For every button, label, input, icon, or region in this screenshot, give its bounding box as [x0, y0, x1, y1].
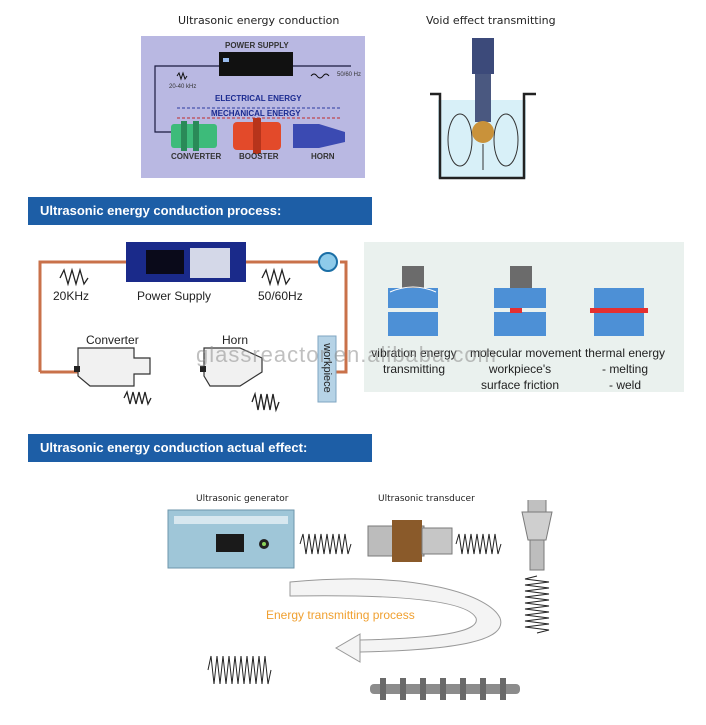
section1-banner: Ultrasonic energy conduction process:	[28, 197, 372, 225]
section2-banner: Ultrasonic energy conduction actual effe…	[28, 434, 372, 462]
schematic-horn-label: HORN	[311, 152, 335, 161]
process-diagram: 20KHz Power Supply 50/60Hz Converter Hor…	[0, 232, 706, 432]
stage3-line1: thermal energy	[584, 346, 666, 360]
top-left-caption: Ultrasonic energy conduction	[178, 14, 340, 27]
stage2-line2: workpiece's	[488, 362, 552, 376]
schematic-mechanical-label: MECHANICAL ENERGY	[211, 109, 301, 118]
schematic-booster-label: BOOSTER	[239, 152, 279, 161]
horn-label: Horn	[222, 333, 249, 347]
converter-label: Converter	[86, 333, 139, 347]
transducer-caption: Ultrasonic transducer	[378, 494, 475, 504]
stage1-line1: vibration energy	[371, 346, 457, 360]
schematic-freq-out: 20-40 kHz	[169, 84, 197, 90]
freq-20khz-label: 20KHz	[53, 289, 90, 303]
stage1-line2: transmitting	[382, 362, 446, 376]
freq-5060hz-label: 50/60Hz	[258, 289, 303, 303]
schematic-power-supply-label: POWER SUPPLY	[225, 41, 289, 50]
stage3-line3: - weld	[608, 378, 641, 392]
schematic-electrical-label: ELECTRICAL ENERGY	[215, 94, 302, 103]
power-supply-label: Power Supply	[137, 289, 212, 303]
actual-effect-diagram	[160, 485, 580, 720]
stage3-line2: - melting	[601, 362, 648, 376]
energy-conduction-schematic: POWER SUPPLY 50/60 Hz 20-40 kHz ELECTRIC…	[141, 36, 365, 178]
schematic-freq-in: 50/60 Hz	[337, 72, 362, 78]
generator-caption: Ultrasonic generator	[196, 494, 289, 504]
watermark: glassreactor.en.alibaba.com	[196, 342, 497, 367]
schematic-converter-label: CONVERTER	[171, 152, 222, 161]
process-panel: vibration energy transmitting molecular …	[364, 242, 684, 392]
stage2-line1: molecular movement	[470, 346, 582, 360]
top-right-caption: Void effect transmitting	[426, 14, 556, 27]
stage2-line3: surface friction	[480, 378, 560, 392]
void-effect-tank	[428, 34, 538, 182]
energy-process-label: Energy transmitting process	[266, 608, 415, 622]
